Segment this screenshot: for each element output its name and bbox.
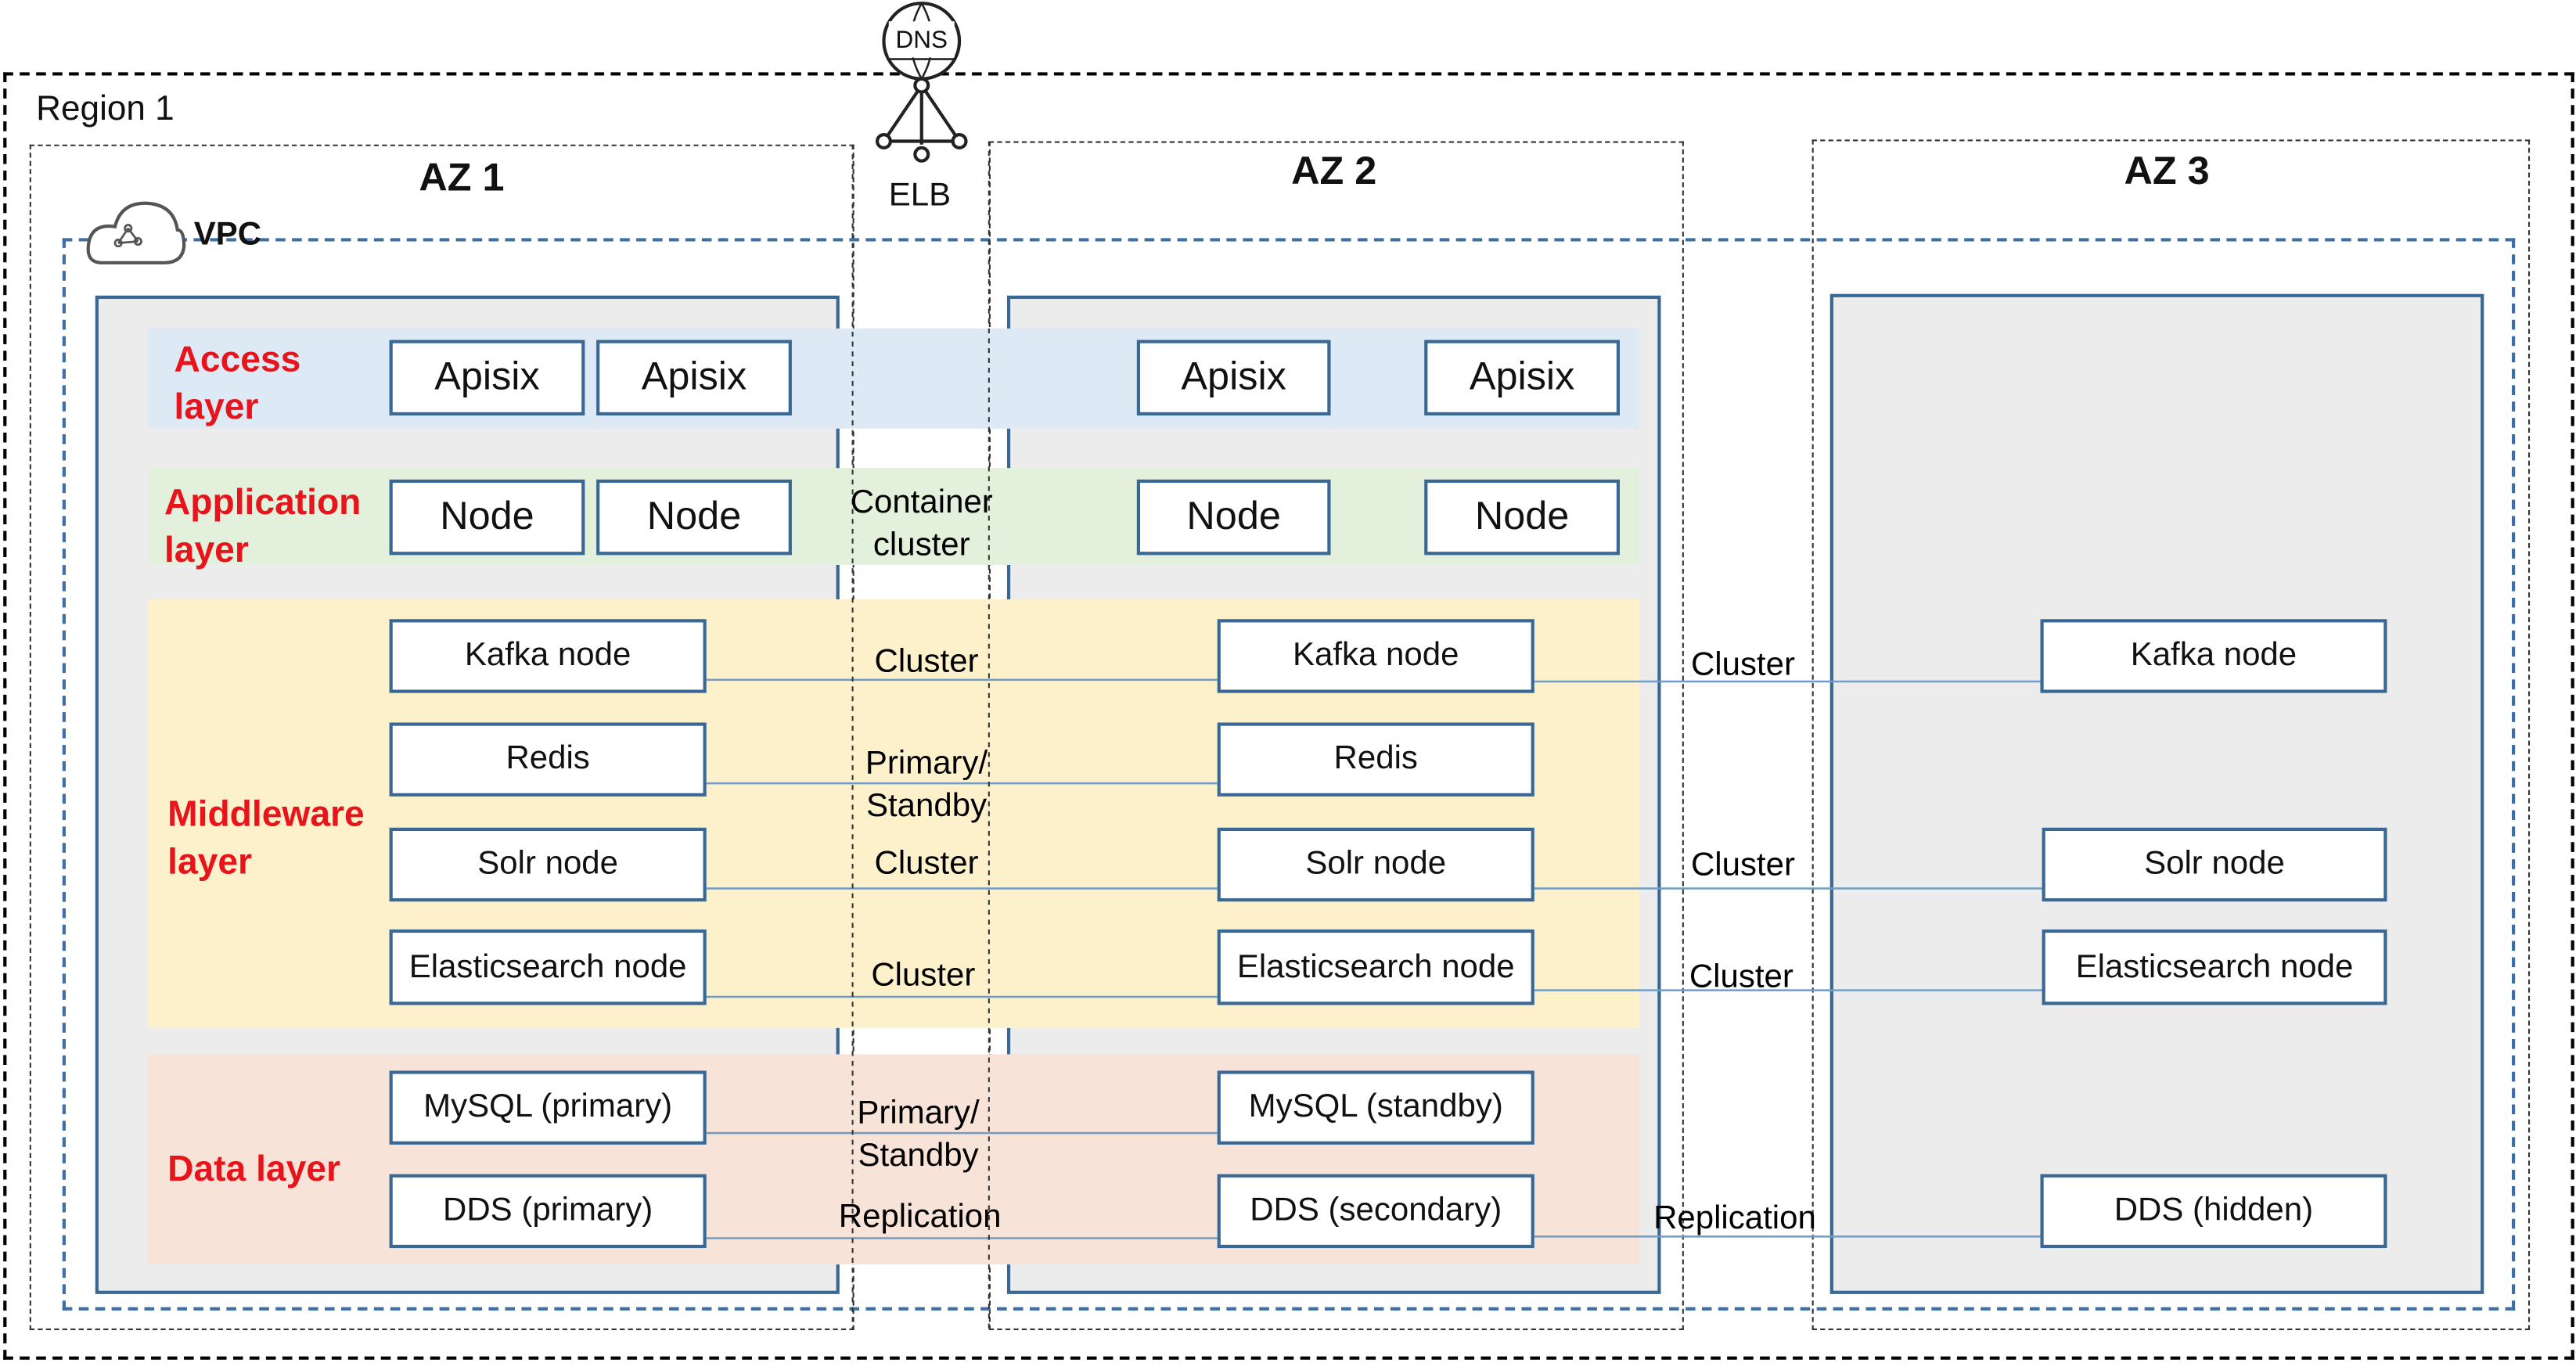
link-label-solr-23: Cluster [1690,847,1795,884]
link-label-kafka-23: Cluster [1690,646,1795,684]
link-label-redis-12: Primary/ Standby [865,745,988,825]
container-cluster-label: Container cluster [850,484,993,563]
link-label-elastic-12: Cluster [871,957,976,994]
link-label-dds-12: Replication [838,1199,1002,1235]
app-node: Node [1136,479,1331,556]
elb-label: ELB [888,177,952,214]
link-label-mysql-12: Primary/ Standby [857,1095,980,1174]
elasticsearch-node-az1: Elasticsearch node [389,929,707,1005]
kafka-node-az2: Kafka node [1217,619,1534,693]
apisix-node: Apisix [389,340,585,415]
apisix-node: Apisix [596,340,792,415]
kafka-node-az1: Kafka node [389,619,707,693]
az1-label: AZ 1 [419,156,505,201]
az3-label: AZ 3 [2124,149,2210,194]
mysql-primary-az1: MySQL (primary) [389,1070,707,1145]
elasticsearch-node-az2: Elasticsearch node [1217,929,1534,1005]
region-label: Region 1 [36,90,174,128]
redis-node-az1: Redis [389,722,707,797]
data-layer-label: Data layer [167,1148,340,1189]
mysql-standby-az2: MySQL (standby) [1217,1070,1534,1145]
kafka-node-az3: Kafka node [2040,619,2387,693]
link-label-elastic-23: Cluster [1689,958,1793,995]
redis-node-az2: Redis [1217,722,1534,797]
solr-node-az3: Solr node [2042,827,2387,902]
elasticsearch-node-az3: Elasticsearch node [2042,929,2387,1005]
dds-hidden-az3: DDS (hidden) [2040,1174,2387,1249]
solr-node-az1: Solr node [389,827,707,902]
dds-secondary-az2: DDS (secondary) [1217,1174,1534,1249]
az3-panel [1829,293,2484,1294]
middleware-layer-label: Middleware layer [167,793,365,883]
dns-label: DNS [888,21,955,58]
az3-container [1811,139,2531,1331]
app-node: Node [596,479,792,556]
app-node: Node [389,479,585,556]
az2-label: AZ 2 [1291,149,1377,194]
link-label-dds-23: Replication [1653,1200,1816,1237]
apisix-node: Apisix [1136,340,1331,415]
solr-node-az2: Solr node [1217,827,1534,902]
region-container [3,72,2574,1360]
vpc-label: VPC [193,217,262,254]
app-node: Node [1424,479,1621,556]
application-layer-label: Application layer [164,480,362,570]
vpc-container [62,238,2516,1311]
link-label-kafka-12: Cluster [874,643,979,680]
apisix-node: Apisix [1424,340,1621,415]
link-label-solr-12: Cluster [874,845,979,883]
dds-primary-az1: DDS (primary) [389,1174,707,1249]
access-layer-label: Access layer [174,338,301,427]
